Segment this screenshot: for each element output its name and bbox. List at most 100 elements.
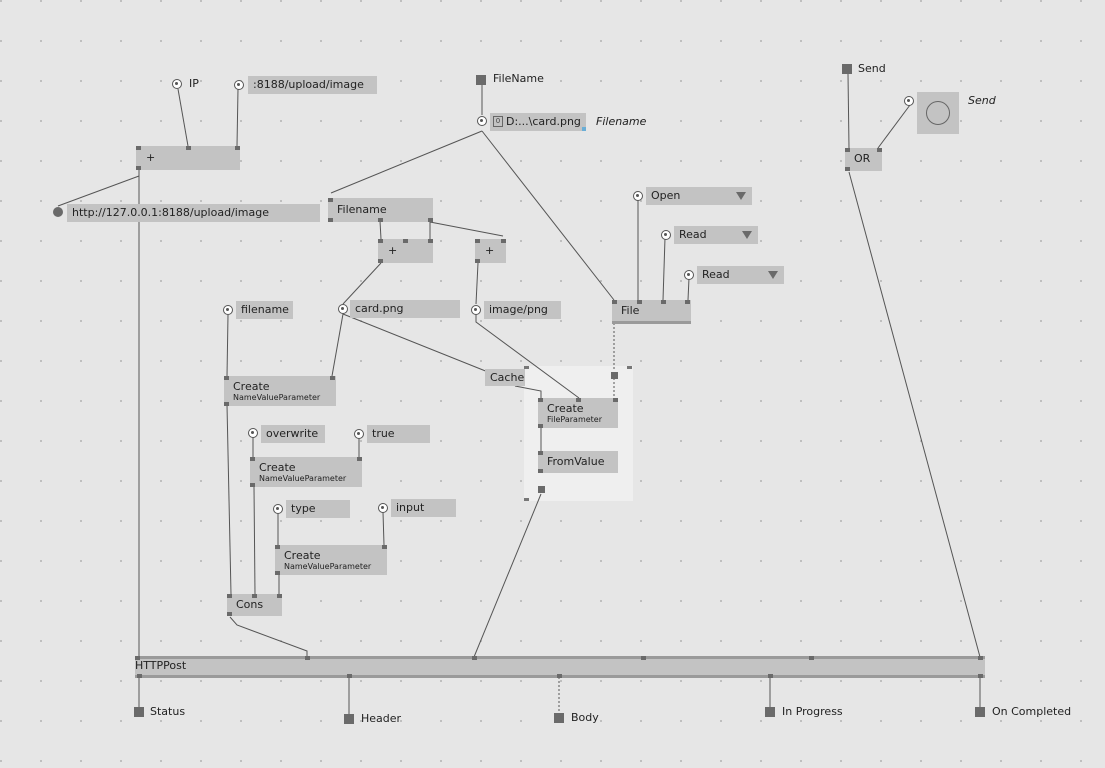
chevron-down-icon[interactable] <box>768 271 778 279</box>
url-suffix-pin[interactable] <box>234 80 244 90</box>
region-pin[interactable] <box>524 366 529 369</box>
fromvalue-node[interactable]: FromValue <box>538 451 618 473</box>
url-result-value[interactable]: http://127.0.0.1:8188/upload/image <box>67 204 320 222</box>
pin[interactable] <box>227 612 232 616</box>
card-png-value[interactable]: card.png <box>350 300 460 318</box>
resize-handle[interactable] <box>582 127 586 131</box>
pin[interactable] <box>637 300 642 304</box>
file-browse-icon[interactable]: 0 <box>493 116 503 127</box>
overwrite-value[interactable]: overwrite <box>261 425 325 443</box>
pin[interactable] <box>330 376 335 380</box>
status-output-pin[interactable] <box>134 707 144 717</box>
file-node[interactable]: File <box>612 300 691 324</box>
url-suffix-value[interactable]: :8188/upload/image <box>248 76 377 94</box>
input-value[interactable]: input <box>391 499 456 517</box>
pin[interactable] <box>275 545 280 549</box>
read1-pin[interactable] <box>661 230 671 240</box>
open-enum[interactable]: Open <box>646 187 752 205</box>
pin[interactable] <box>685 300 690 304</box>
region-file-pin[interactable] <box>611 372 618 379</box>
pin[interactable] <box>250 457 255 461</box>
header-output-pin[interactable] <box>344 714 354 724</box>
pin[interactable] <box>613 398 618 402</box>
pin[interactable] <box>428 239 433 243</box>
chevron-down-icon[interactable] <box>736 192 746 200</box>
httppost-node[interactable]: HTTPPost <box>135 656 985 678</box>
pin[interactable] <box>475 259 480 263</box>
read1-enum[interactable]: Read <box>674 226 758 244</box>
input-pin[interactable] <box>378 503 388 513</box>
pin[interactable] <box>378 218 383 222</box>
pin[interactable] <box>328 218 333 222</box>
pin[interactable] <box>305 656 310 660</box>
cache-node[interactable]: Cache <box>485 369 525 386</box>
true-pin[interactable] <box>354 429 364 439</box>
pin[interactable] <box>538 469 543 473</box>
pin[interactable] <box>978 674 983 678</box>
pin[interactable] <box>877 148 882 152</box>
pin[interactable] <box>227 594 232 598</box>
pin[interactable] <box>428 218 433 222</box>
true-value[interactable]: true <box>367 425 430 443</box>
param-filename-pin[interactable] <box>223 305 233 315</box>
open-pin[interactable] <box>633 191 643 201</box>
pin[interactable] <box>186 146 191 150</box>
on-completed-output-pin[interactable] <box>975 707 985 717</box>
file-path-value[interactable]: D:...\card.png <box>490 113 586 131</box>
pin[interactable] <box>378 259 383 263</box>
pin[interactable] <box>809 656 814 660</box>
pin[interactable] <box>357 457 362 461</box>
bang-pin[interactable] <box>904 96 914 106</box>
pin[interactable] <box>475 239 480 243</box>
pin[interactable] <box>224 402 229 406</box>
pin[interactable] <box>557 674 562 678</box>
pin[interactable] <box>538 451 543 455</box>
send-bang-button[interactable] <box>917 92 959 134</box>
pin[interactable] <box>136 146 141 150</box>
pin[interactable] <box>347 674 352 678</box>
pin[interactable] <box>538 424 543 428</box>
pin[interactable] <box>538 398 543 402</box>
image-png-pin[interactable] <box>471 305 481 315</box>
send-input-pin[interactable] <box>842 64 852 74</box>
pin[interactable] <box>641 656 646 660</box>
plus-node-right[interactable]: + <box>475 239 506 263</box>
pin[interactable] <box>661 300 666 304</box>
param-filename-value[interactable]: filename <box>236 301 293 319</box>
region-output-pin[interactable] <box>538 486 545 493</box>
pin[interactable] <box>328 198 333 202</box>
read2-enum[interactable]: Read <box>697 266 784 284</box>
region-pin[interactable] <box>524 498 529 501</box>
pin[interactable] <box>235 146 240 150</box>
ip-input-pin[interactable] <box>172 79 182 89</box>
pin[interactable] <box>224 376 229 380</box>
pin[interactable] <box>845 148 850 152</box>
type-value[interactable]: type <box>286 500 350 518</box>
region-pin[interactable] <box>627 366 632 369</box>
pin[interactable] <box>250 483 255 487</box>
body-output-pin[interactable] <box>554 713 564 723</box>
plus-node-mid[interactable]: + <box>378 239 433 263</box>
chevron-down-icon[interactable] <box>742 231 752 239</box>
pin[interactable] <box>136 166 141 170</box>
filename-node[interactable]: Filename <box>328 198 433 222</box>
pin[interactable] <box>135 656 140 660</box>
pin[interactable] <box>612 300 617 304</box>
pin[interactable] <box>576 398 581 402</box>
filename-input-pin[interactable] <box>476 75 486 85</box>
pin[interactable] <box>403 239 408 243</box>
pin[interactable] <box>845 167 850 171</box>
pin[interactable] <box>472 656 477 660</box>
plus-node-top[interactable]: + <box>136 146 240 170</box>
pin[interactable] <box>978 656 983 660</box>
pin[interactable] <box>382 545 387 549</box>
pin[interactable] <box>378 239 383 243</box>
file-path-pin[interactable] <box>477 116 487 126</box>
pin[interactable] <box>137 674 142 678</box>
type-pin[interactable] <box>273 504 283 514</box>
pin[interactable] <box>501 239 506 243</box>
